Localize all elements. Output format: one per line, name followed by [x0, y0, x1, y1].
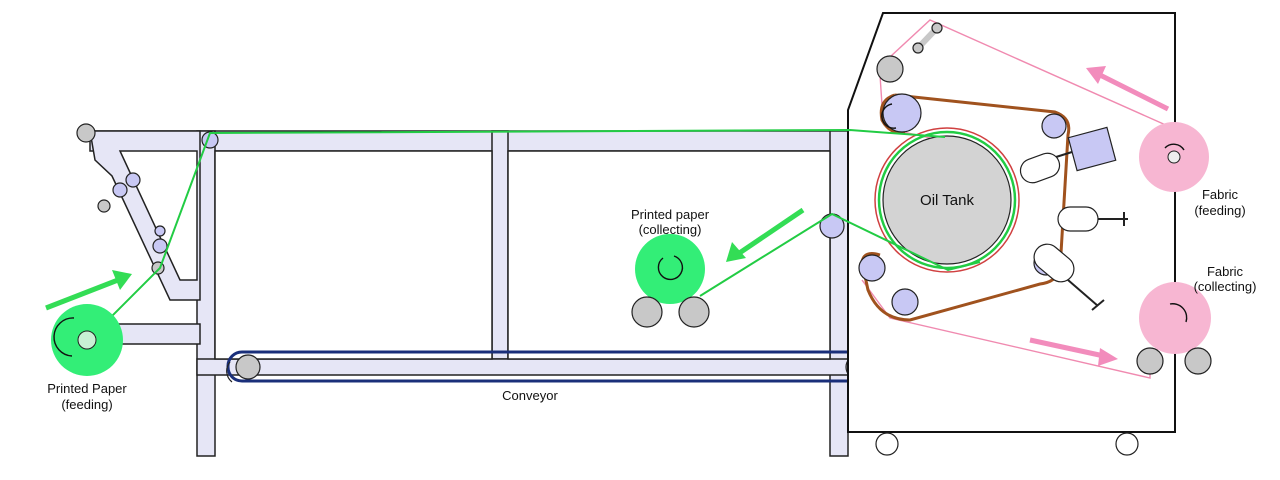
lower-cylinder-unit	[1033, 243, 1105, 311]
frame-lower-rail	[196, 358, 849, 376]
wheel	[1115, 432, 1139, 456]
feeder-roller	[154, 225, 166, 237]
conveyor-label: Conveyor	[502, 388, 558, 403]
wheel	[875, 432, 899, 456]
rotation-arrow-icon	[1164, 143, 1185, 151]
fabric-collect-label-line1: Fabric	[1207, 264, 1244, 279]
fabric-collect-label-line2: (collecting)	[1194, 279, 1257, 294]
paper-path	[87, 128, 981, 341]
frame-window-left	[214, 150, 493, 360]
roller	[891, 288, 919, 316]
fabric-collect-roll	[1136, 282, 1212, 375]
oil-tank-wrap-red	[874, 127, 1020, 273]
rotation-arrow-icon	[226, 361, 233, 383]
roller	[1041, 113, 1067, 139]
paper-feed-label-line2: (feeding)	[61, 397, 112, 412]
support-roller	[1184, 347, 1212, 375]
fabric-feed-roll	[1139, 122, 1209, 192]
pressure-unit	[1019, 126, 1117, 184]
oil-tank-label: Oil Tank	[920, 192, 974, 209]
frame-middle-leg	[491, 130, 509, 360]
feeder-roller	[152, 238, 168, 254]
paper-in-arrow-icon	[45, 270, 132, 311]
support-roller	[678, 296, 710, 328]
roller	[876, 55, 904, 83]
conveyor-roller-left	[235, 354, 261, 380]
roller	[882, 93, 922, 133]
support-roller	[1136, 347, 1164, 375]
machine-wheels	[875, 432, 1139, 456]
oil-tank	[882, 135, 1012, 265]
rotation-arrow-icon	[657, 255, 684, 281]
rotation-arrow-icon	[881, 103, 897, 129]
roller	[858, 254, 886, 282]
paper-out-arrow-icon	[726, 207, 805, 262]
feeder-roller	[76, 123, 96, 143]
paper-feed-label-line1: Printed Paper	[47, 381, 127, 396]
paper-collect-label-line1: Printed paper	[631, 207, 710, 222]
rotation-arrow-icon	[1169, 303, 1188, 323]
paper-feed-roll	[51, 304, 123, 376]
top-lever	[912, 22, 943, 54]
feeder-roller	[112, 182, 128, 198]
paper-collect-label-line2: (collecting)	[639, 222, 702, 237]
paper-collect-roll	[631, 234, 710, 328]
direction-arrows	[45, 66, 1170, 366]
rotation-arrow-icon	[53, 317, 75, 357]
feeder-roller	[97, 199, 111, 213]
paper-roll	[635, 234, 705, 304]
feeder-roller	[125, 172, 141, 188]
fabric-out-arrow-icon	[1029, 337, 1118, 366]
doctor-blade-unit	[1057, 206, 1128, 232]
support-roller	[631, 296, 663, 328]
fabric-in-arrow-icon	[1086, 66, 1170, 112]
oil-tank-wrap-green	[877, 130, 1017, 270]
fabric-feed-label-line2: (feeding)	[1194, 203, 1245, 218]
fabric-feed-label-line1: Fabric	[1202, 187, 1239, 202]
fabric-roll	[1139, 282, 1211, 354]
frame-right-leg	[829, 130, 849, 457]
